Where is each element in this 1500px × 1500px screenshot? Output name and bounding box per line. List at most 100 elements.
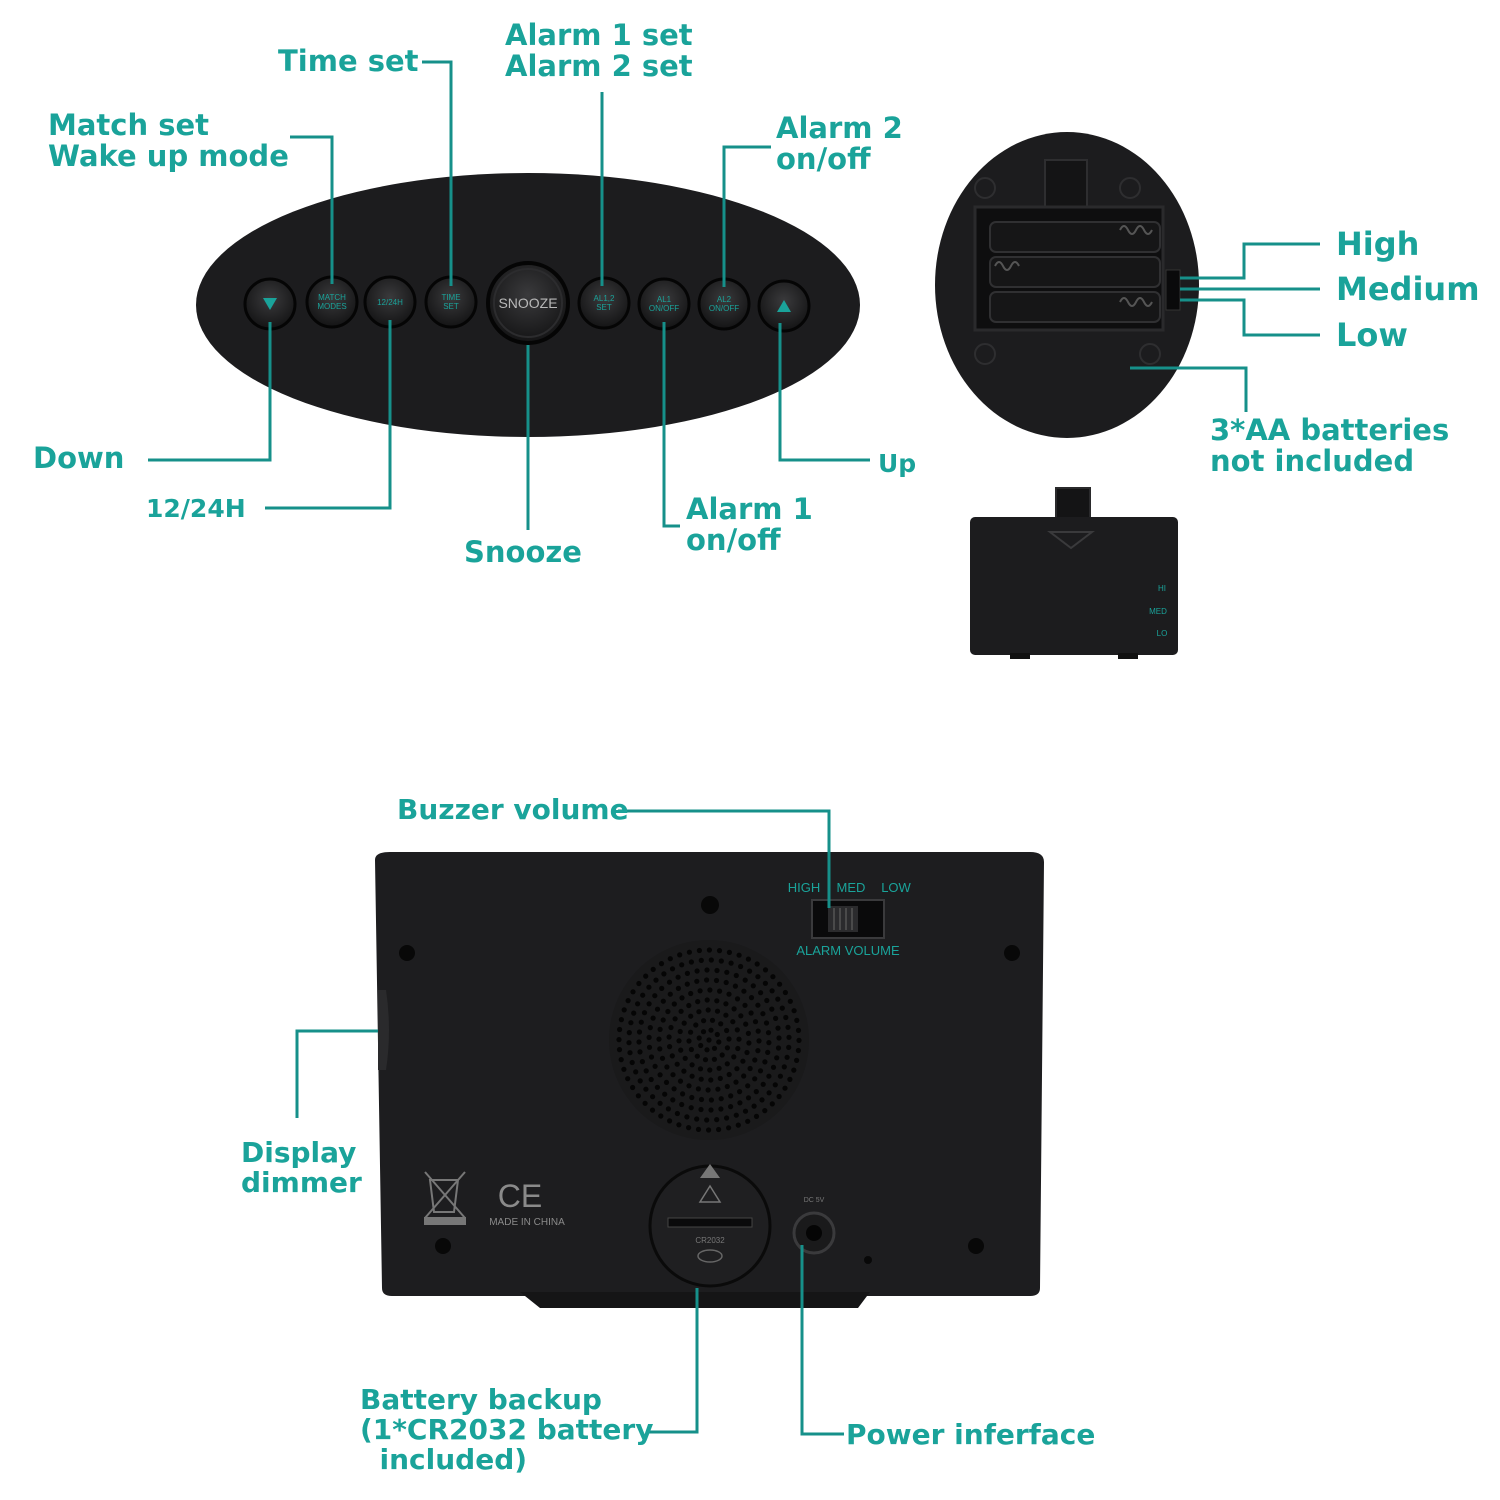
battery-door: HI MED LO bbox=[970, 487, 1178, 659]
aa-battery bbox=[989, 221, 1161, 253]
alarm-volume-label: ALARM VOLUME bbox=[796, 943, 900, 958]
button-12-24h[interactable]: 12/24H bbox=[363, 275, 417, 329]
speaker-hole bbox=[652, 1063, 658, 1069]
speaker-hole bbox=[752, 1076, 758, 1082]
button-down[interactable] bbox=[243, 277, 297, 331]
speaker-hole bbox=[736, 1036, 742, 1042]
speaker-hole bbox=[627, 1050, 633, 1056]
speaker-hole bbox=[795, 1027, 802, 1033]
speaker-hole bbox=[701, 1018, 707, 1024]
speaker-hole bbox=[752, 1057, 758, 1063]
speaker-hole bbox=[684, 1114, 690, 1120]
coin-cell-label: CR2032 bbox=[695, 1236, 725, 1245]
speaker-hole bbox=[697, 1066, 704, 1072]
speaker-hole bbox=[796, 1037, 802, 1043]
leader-battery-backup bbox=[647, 1288, 699, 1434]
speaker-hole bbox=[709, 1017, 716, 1023]
callout-match-set: Match set Wake up mode bbox=[48, 108, 289, 173]
button-al12-set[interactable]: AL1,2 SET bbox=[577, 276, 631, 330]
speaker-hole bbox=[621, 1007, 627, 1013]
speaker-hole bbox=[733, 972, 739, 979]
speaker-hole bbox=[677, 1028, 683, 1035]
speaker-hole bbox=[735, 1045, 741, 1052]
speaker-hole bbox=[732, 983, 739, 989]
speaker-hole bbox=[681, 1020, 687, 1026]
callout-low: Low bbox=[1336, 316, 1408, 354]
speaker-hole bbox=[716, 1065, 722, 1071]
speaker-hole bbox=[765, 1030, 772, 1036]
speaker-hole bbox=[757, 1068, 764, 1074]
speaker-hole bbox=[728, 1093, 734, 1099]
speaker-hole bbox=[704, 977, 710, 983]
speaker-hole bbox=[759, 1097, 765, 1103]
switch-high-label: HIGH bbox=[788, 880, 821, 895]
weee-bin-icon bbox=[424, 1171, 466, 1225]
speaker-hole bbox=[776, 1035, 782, 1041]
button-al2-label: AL2 bbox=[717, 295, 732, 304]
speaker-hole bbox=[646, 1044, 653, 1050]
speaker-hole bbox=[694, 1116, 700, 1122]
speaker-hole bbox=[753, 1089, 759, 1095]
speaker-hole bbox=[664, 1064, 670, 1070]
speaker-hole bbox=[745, 1030, 752, 1036]
speaker-hole bbox=[714, 1031, 720, 1038]
speaker-hole bbox=[726, 1125, 732, 1131]
speaker-hole bbox=[775, 996, 781, 1002]
speaker-hole bbox=[711, 1056, 718, 1062]
speaker-hole bbox=[658, 1113, 664, 1119]
aa-battery bbox=[989, 291, 1161, 323]
leader-alarm1 bbox=[662, 322, 680, 528]
callout-buzzer-volume: Buzzer volume bbox=[397, 793, 629, 826]
callout-batteries: 3*AA batteries not included bbox=[1210, 413, 1450, 478]
speaker-hole bbox=[695, 1086, 702, 1092]
speaker-hole bbox=[746, 1040, 752, 1046]
speaker-hole bbox=[718, 1096, 724, 1102]
speaker-hole bbox=[688, 990, 694, 997]
speaker-hole bbox=[650, 1094, 656, 1100]
door-med-label: MED bbox=[1149, 607, 1167, 616]
button-snooze[interactable]: SNOOZE bbox=[486, 261, 570, 345]
callout-up: Up bbox=[878, 449, 917, 478]
speaker-hole bbox=[740, 1058, 746, 1064]
leader-batteries bbox=[1130, 366, 1248, 412]
speaker-hole bbox=[745, 1095, 752, 1101]
speaker-hole bbox=[748, 1010, 754, 1016]
speaker-hole bbox=[782, 989, 789, 996]
speaker-hole bbox=[679, 962, 685, 968]
speaker-hole bbox=[731, 1054, 737, 1060]
speaker-hole bbox=[794, 1017, 800, 1024]
speaker-hole bbox=[647, 1025, 653, 1031]
button-al1-onoff[interactable]: AL1 ON/OFF bbox=[637, 277, 691, 331]
speaker-hole bbox=[707, 987, 713, 993]
speaker-hole bbox=[706, 1037, 712, 1043]
speaker-hole bbox=[637, 1078, 643, 1084]
speaker-hole bbox=[689, 1062, 695, 1068]
button-time-set[interactable]: TIME SET bbox=[424, 275, 478, 329]
button-up[interactable] bbox=[757, 279, 811, 333]
speaker-hole bbox=[670, 1097, 676, 1103]
dc-label: DC 5V bbox=[804, 1197, 825, 1204]
speaker-hole bbox=[776, 1093, 782, 1100]
speaker-hole bbox=[686, 1002, 692, 1009]
speaker-hole bbox=[743, 1021, 749, 1027]
speaker-hole bbox=[665, 1106, 672, 1112]
speaker-hole bbox=[630, 1084, 636, 1091]
speaker-hole bbox=[723, 1012, 729, 1018]
speaker-hole bbox=[736, 952, 742, 958]
speaker-hole bbox=[689, 1073, 695, 1079]
button-modes-label: MODES bbox=[317, 302, 346, 311]
speaker-hole bbox=[791, 1067, 797, 1073]
callout-snooze: Snooze bbox=[464, 535, 582, 569]
button-al2-onoff[interactable]: AL2 ON/OFF bbox=[697, 277, 751, 331]
button-match-modes[interactable]: MATCH MODES bbox=[305, 275, 359, 329]
speaker-hole bbox=[678, 1047, 684, 1053]
speaker-hole bbox=[681, 1068, 687, 1074]
speaker-hole bbox=[658, 961, 665, 967]
speaker-hole bbox=[689, 1094, 695, 1101]
speaker-hole bbox=[787, 1076, 793, 1082]
speaker-hole bbox=[748, 995, 755, 1001]
speaker-hole bbox=[787, 998, 793, 1004]
speaker-hole bbox=[791, 1008, 797, 1014]
speaker-hole bbox=[704, 1047, 710, 1053]
callout-time-set: Time set bbox=[278, 44, 419, 78]
